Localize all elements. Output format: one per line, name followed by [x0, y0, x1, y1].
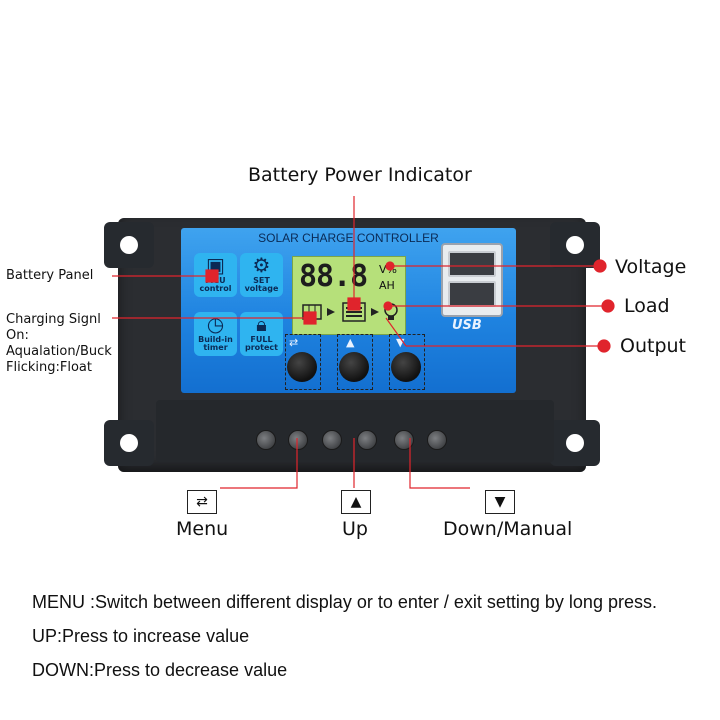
down-panel-icon: ▼	[396, 336, 405, 349]
charging-flicking-label: Flicking:Float	[6, 360, 92, 375]
terminal-screw-3	[322, 430, 342, 450]
lcd-digits: 88.8	[299, 259, 368, 294]
usb-port-1	[448, 251, 496, 277]
output-label: Output	[620, 335, 686, 357]
lcd-unit-bottom: AH	[379, 279, 395, 292]
voltage-label: Voltage	[615, 256, 687, 278]
set-voltage-tile: ⚙ SET voltage	[240, 253, 283, 297]
arrow-right-icon-2	[371, 308, 379, 316]
down-manual-label: Down/Manual	[443, 518, 573, 540]
terminal-screw-4	[357, 430, 377, 450]
charging-aqualation-label: Aqualation/Buck	[6, 344, 112, 359]
usb-label: USB	[452, 318, 482, 333]
right-mount-ear	[550, 222, 600, 268]
down-knob[interactable]	[391, 352, 421, 382]
battery-power-indicator-label: Battery Power Indicator	[248, 164, 472, 186]
up-description: UP:Press to increase value	[32, 626, 250, 646]
menu-knob[interactable]	[287, 352, 317, 382]
menu-description: MENU :Switch between different display o…	[32, 592, 657, 612]
terminal-screw-6	[427, 430, 447, 450]
load-label: Load	[624, 295, 670, 317]
lcd-display: 88.8 V% AH	[292, 256, 406, 335]
usb-ports	[441, 243, 503, 317]
left-mount-ear	[104, 222, 154, 268]
battery-panel-label: Battery Panel	[6, 268, 94, 283]
full-protect-tile: 🔒︎ FULL protect	[240, 312, 283, 356]
charging-signal-label: Charging Signl	[6, 312, 101, 327]
up-knob[interactable]	[339, 352, 369, 382]
up-panel-icon: ▲	[346, 336, 355, 349]
terminal-strip	[156, 400, 554, 462]
panel-title: SOLAR CHARGE CONTROLLER	[258, 231, 439, 245]
up-icon: ▲	[341, 490, 371, 514]
right-mount-ear-bottom	[550, 420, 600, 466]
terminal-screw-2	[288, 430, 308, 450]
left-mount-ear-bottom	[104, 420, 154, 466]
charging-on-label: On:	[6, 328, 29, 343]
gear-icon: ⚙	[252, 253, 271, 277]
terminal-screw-5	[394, 430, 414, 450]
down-description: DOWN:Press to decrease value	[32, 660, 288, 680]
arrow-right-icon	[327, 308, 335, 316]
lock-icon: 🔒︎	[256, 312, 267, 336]
menu-panel-icon: ⇄	[289, 336, 299, 349]
terminal-screw-1	[256, 430, 276, 450]
down-manual-icon: ▼	[485, 490, 515, 514]
timer-tile: ◷ Build-in timer	[194, 312, 237, 356]
up-label: Up	[342, 518, 368, 540]
menu-label: Menu	[176, 518, 229, 540]
menu-icon: ⇄	[187, 490, 217, 514]
